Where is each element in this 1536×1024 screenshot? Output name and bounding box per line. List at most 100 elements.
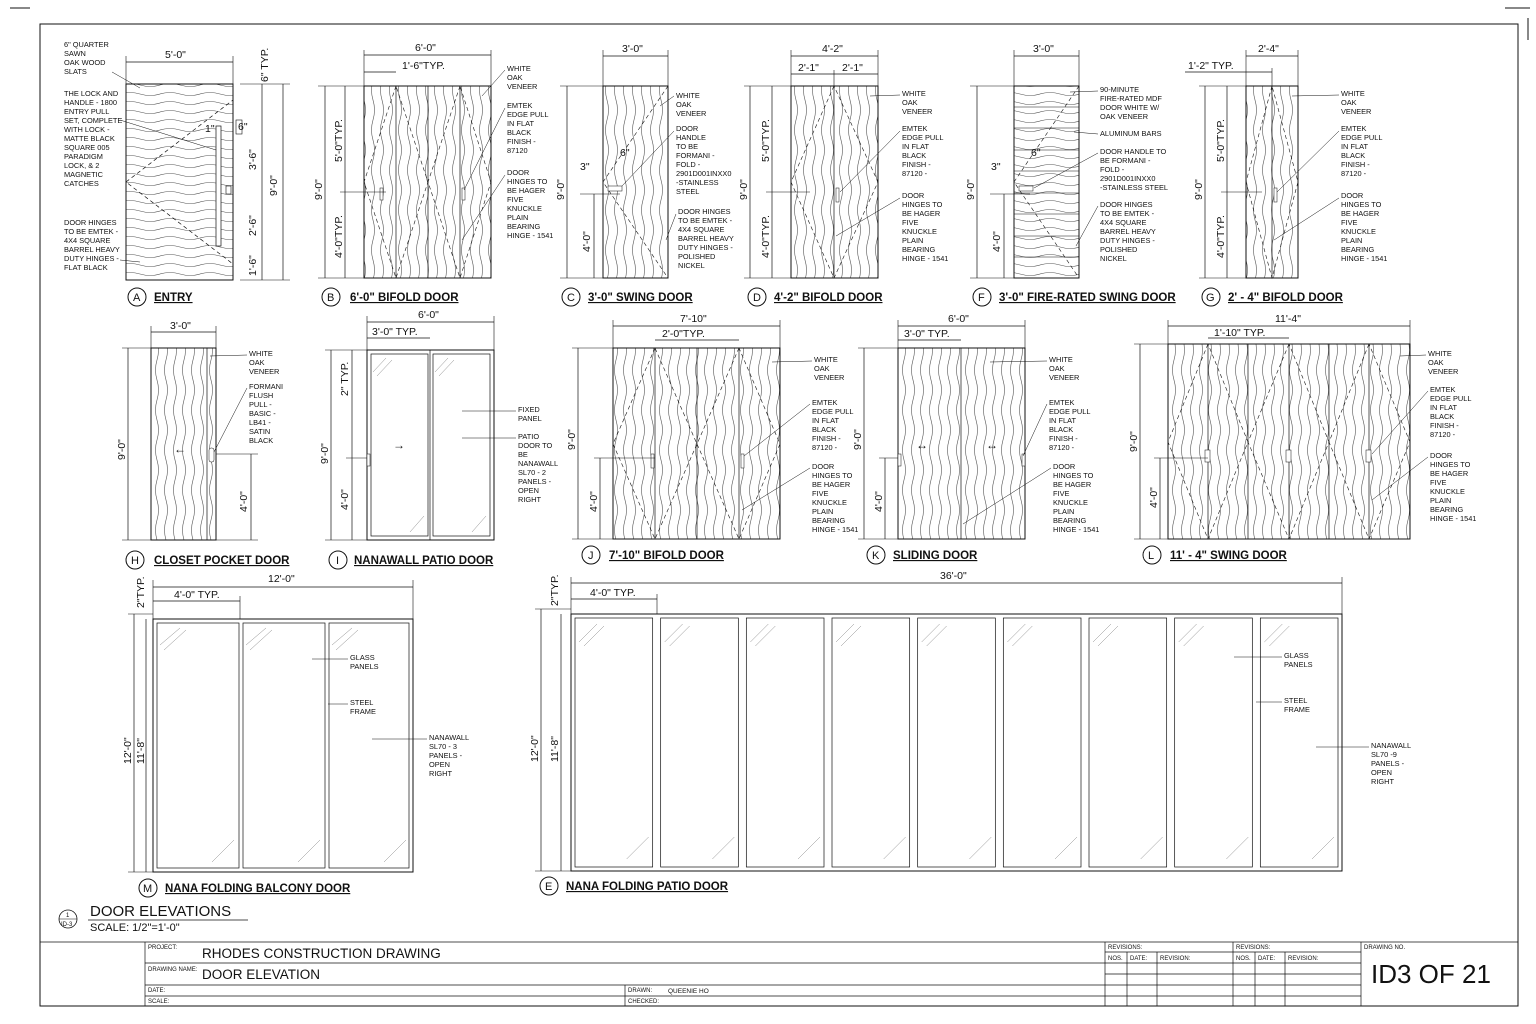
dim-a-height: 9'-0" (268, 175, 280, 196)
glass-reflection (1264, 623, 1283, 643)
dim-i-width: 6'-0" (418, 309, 439, 321)
title-block-text: PROJECT: RHODES CONSTRUCTION DRAWING DRA… (148, 945, 1491, 1005)
dim-a-1: 1" (205, 123, 215, 135)
dim-g-50: 5'-0"TYP. (1215, 119, 1227, 162)
dim-e-40: 4'-0" TYP. (590, 587, 636, 599)
glass-panel (1002, 617, 1082, 868)
glass-reflection (921, 623, 940, 643)
dim-i-30: 3'-0" TYP. (372, 326, 418, 338)
dim-c-3: 3" (580, 161, 590, 173)
tag-k: K (872, 550, 880, 562)
tag-l: L (1148, 550, 1154, 562)
dim-m-120: 12'-0" (122, 737, 134, 764)
glass-reflection (835, 623, 855, 643)
tag-m: M (143, 883, 152, 895)
door-e-nana-patio: 36'-0" 4'-0" TYP. 12'-0" 11'-8" 2"TYP. G… (529, 570, 1411, 896)
door-a-entry: 5'-0" 9'-0" 3'-6" 2'-6" 1'-6" 6" TYP. 6"… (64, 40, 290, 307)
dim-l-height: 9'-0" (1128, 431, 1140, 452)
dim-a-16: 1'-6" (247, 255, 259, 276)
dim-m-2: 2"TYP. (135, 576, 147, 608)
dim-d-50: 5'-0"TYP. (760, 119, 772, 162)
dim-k-height: 9'-0" (852, 429, 864, 450)
glass-reflection (664, 623, 683, 643)
dim-l-width: 11'-4" (1275, 313, 1301, 325)
drawing-no-label: DRAWING NO. (1364, 945, 1405, 951)
dim-g-height: 9'-0" (1193, 179, 1205, 200)
title-block (40, 941, 1518, 1006)
dim-j-40: 4'-0" (588, 491, 600, 512)
revision-label-2: REVISION: (1288, 956, 1319, 962)
door-d-bifold: 4'-2" 2'-1" 2'-1" 9'-0" 5'-0"TYP. 4'-0"T… (738, 43, 948, 307)
nos-label-2: NOS. (1236, 956, 1251, 962)
project-name: RHODES CONSTRUCTION DRAWING (202, 946, 441, 961)
glass-reflection (1097, 625, 1119, 647)
date-label: DATE: (148, 988, 166, 994)
dim-i-2: 2" TYP. (339, 362, 351, 396)
dim-h-40: 4'-0" (238, 491, 250, 512)
glass-reflection (755, 625, 776, 647)
glass-reflection (883, 836, 906, 860)
title-g: 2' - 4" BIFOLD DOOR (1228, 292, 1344, 304)
door-g-bifold: 2'-4" 1'-2" TYP. 9'-0" 5'-0"TYP. 4'-0"TY… (1185, 43, 1387, 307)
dim-b-height: 9'-0" (313, 179, 325, 200)
dim-m-118: 11'-8" (135, 738, 147, 764)
glass-panel (745, 617, 825, 868)
title-k: SLIDING DOOR (893, 550, 978, 562)
glass-panel (574, 617, 654, 868)
dim-i-height: 9'-0" (319, 443, 331, 464)
title-b: 6'-0" BIFOLD DOOR (350, 292, 459, 304)
view-title: 1 ID-3 DOOR ELEVATIONS SCALE: 1/2"=1'-0" (58, 903, 248, 934)
glass-reflection (626, 836, 649, 860)
tag-i: I (336, 555, 339, 567)
dim-d-21b: 2'-1" (842, 62, 863, 74)
dim-m-width: 12'-0" (268, 573, 295, 585)
glass-panel (1259, 617, 1339, 868)
view-sheet-ref: ID-3 (61, 922, 73, 928)
glass-reflection (578, 623, 598, 643)
tag-d: D (753, 292, 761, 304)
arrow-left-icon: ← (174, 442, 186, 456)
dim-f-40: 4'-0" (991, 231, 1003, 252)
dim-g-12: 1'-2" TYP. (1188, 60, 1234, 72)
dim-d-height: 9'-0" (738, 179, 750, 200)
revisions-label-1: REVISIONS: (1108, 945, 1143, 951)
view-title-text: DOOR ELEVATIONS (90, 903, 231, 920)
glass-reflection (1092, 623, 1112, 643)
glass-reflection (583, 625, 605, 647)
tag-b: B (327, 292, 334, 304)
dim-e-120: 12'-0" (529, 735, 541, 762)
nos-label-1: NOS. (1108, 956, 1123, 962)
dim-f-width: 3'-0" (1033, 43, 1054, 55)
dim-a-6: 6" (238, 121, 248, 133)
drawing-name: DOOR ELEVATION (202, 967, 320, 982)
dim-k-40: 4'-0" (873, 491, 885, 512)
title-a: ENTRY (154, 292, 193, 304)
title-h: CLOSET POCKET DOOR (154, 555, 290, 567)
glass-reflection (1311, 836, 1335, 860)
dim-i-40: 4'-0" (339, 489, 351, 510)
dim-c-width: 3'-0" (622, 43, 643, 55)
dim-l-40: 4'-0" (1148, 487, 1160, 508)
glass-reflection (1183, 625, 1204, 647)
dim-h-height: 9'-0" (116, 439, 128, 460)
revision-label-1: REVISION: (1160, 956, 1191, 962)
tag-g: G (1206, 292, 1215, 304)
glass-panel (917, 617, 996, 868)
title-d: 4'-2" BIFOLD DOOR (774, 292, 883, 304)
